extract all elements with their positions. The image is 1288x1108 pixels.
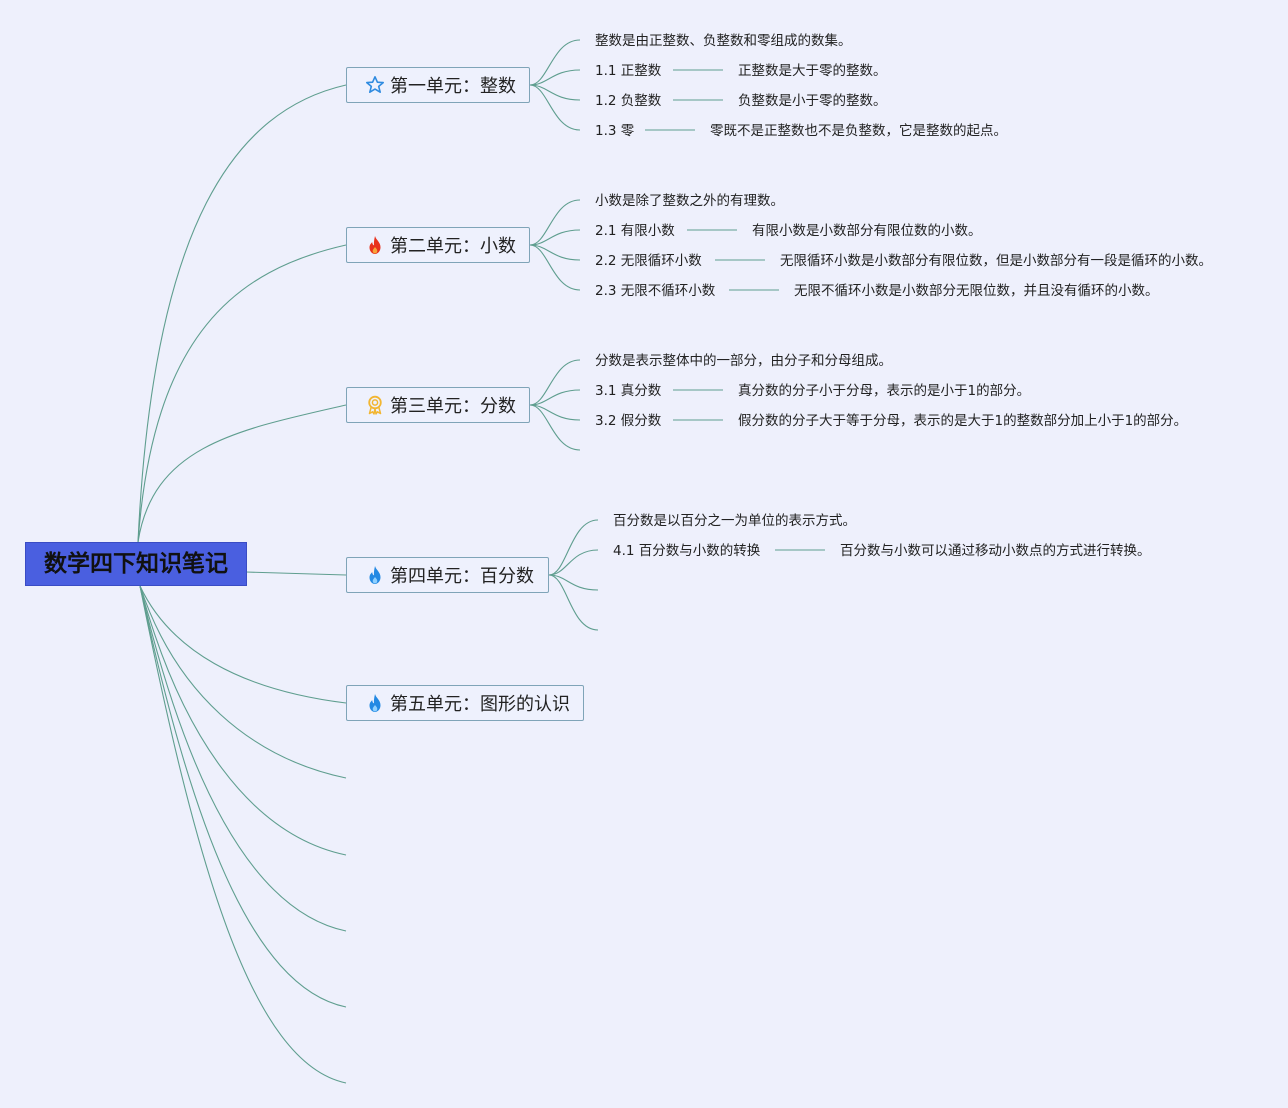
fire-blue-icon (365, 693, 385, 713)
unit-4-definition: 百分数是以百分之一为单位的表示方式。 (613, 513, 856, 529)
unit-3-fan-4 (529, 404, 581, 451)
award-ribbon-icon (365, 395, 385, 415)
branch-line-unit-4 (245, 571, 347, 576)
unit-4-item-1-label[interactable]: 4.1 百分数与小数的转换 (613, 543, 761, 559)
empty-branch-line-2 (139, 585, 347, 856)
topic-title: 第三单元：分数 (390, 396, 516, 417)
unit-2-definition: 小数是除了整数之外的有理数。 (595, 193, 784, 209)
unit-2-item-1-label[interactable]: 2.1 有限小数 (595, 223, 675, 239)
fire-red-icon (365, 235, 385, 255)
unit-3-fan-1 (529, 359, 581, 406)
unit-3-item-1-label[interactable]: 3.1 真分数 (595, 383, 662, 399)
star-icon (365, 75, 385, 95)
unit-1-item-1-detail[interactable]: 正整数是大于零的整数。 (738, 63, 887, 79)
topic-title: 第二单元：小数 (390, 236, 516, 257)
branch-line-unit-2 (137, 244, 347, 543)
unit-4-item-1-detail[interactable]: 百分数与小数可以通过移动小数点的方式进行转换。 (840, 543, 1151, 559)
branch-line-unit-1 (137, 84, 347, 543)
topic-title: 第四单元：百分数 (390, 566, 534, 587)
unit-3-item-2-label[interactable]: 3.2 假分数 (595, 413, 662, 429)
unit-2-fan-4 (529, 244, 581, 291)
topic-unit-5[interactable]: 第五单元：图形的认识 (346, 685, 584, 721)
unit-1-definition: 整数是由正整数、负整数和零组成的数集。 (595, 33, 852, 49)
unit-2-fan-1 (529, 199, 581, 246)
central-topic[interactable]: 数学四下知识笔记 (25, 542, 247, 586)
empty-branch-line-1 (139, 585, 347, 779)
empty-branch-line-4 (139, 585, 347, 1008)
fire-blue-icon (365, 565, 385, 585)
empty-branch-line-5 (139, 585, 347, 1084)
unit-1-fan-2 (529, 69, 581, 86)
unit-1-item-3-label[interactable]: 1.3 零 (595, 123, 635, 139)
unit-1-item-2-label[interactable]: 1.2 负整数 (595, 93, 662, 109)
unit-1-item-2-detail[interactable]: 负整数是小于零的整数。 (738, 93, 887, 109)
unit-1-fan-1 (529, 39, 581, 86)
unit-2-fan-2 (529, 229, 581, 246)
unit-3-definition: 分数是表示整体中的一部分，由分子和分母组成。 (595, 353, 892, 369)
unit-4-fan-4 (548, 574, 599, 631)
unit-2-item-2-detail[interactable]: 无限循环小数是小数部分有限位数，但是小数部分有一段是循环的小数。 (780, 253, 1212, 269)
unit-2-item-3-detail[interactable]: 无限不循环小数是小数部分无限位数，并且没有循环的小数。 (794, 283, 1159, 299)
unit-2-item-1-detail[interactable]: 有限小数是小数部分有限位数的小数。 (752, 223, 982, 239)
unit-4-fan-2 (548, 549, 599, 576)
unit-2-item-3-label[interactable]: 2.3 无限不循环小数 (595, 283, 716, 299)
unit-1-item-1-label[interactable]: 1.1 正整数 (595, 63, 662, 79)
topic-unit-2[interactable]: 第二单元：小数 (346, 227, 530, 263)
unit-4-fan-3 (548, 574, 599, 591)
unit-1-item-3-detail[interactable]: 零既不是正整数也不是负整数，它是整数的起点。 (710, 123, 1007, 139)
topic-unit-1[interactable]: 第一单元：整数 (346, 67, 530, 103)
branch-line-unit-3 (137, 404, 347, 543)
unit-3-fan-2 (529, 389, 581, 406)
unit-2-item-2-label[interactable]: 2.2 无限循环小数 (595, 253, 702, 269)
branch-line-unit-5 (139, 585, 347, 704)
unit-3-item-2-detail[interactable]: 假分数的分子大于等于分母，表示的是大于1的整数部分加上小于1的部分。 (738, 413, 1188, 429)
unit-4-fan-1 (548, 519, 599, 576)
topic-title: 第一单元：整数 (390, 76, 516, 97)
unit-3-item-1-detail[interactable]: 真分数的分子小于分母，表示的是小于1的部分。 (738, 383, 1031, 399)
topic-title: 第五单元：图形的认识 (390, 694, 570, 715)
empty-branch-line-3 (139, 585, 347, 932)
topic-unit-3[interactable]: 第三单元：分数 (346, 387, 530, 423)
unit-1-fan-4 (529, 84, 581, 131)
topic-unit-4[interactable]: 第四单元：百分数 (346, 557, 549, 593)
